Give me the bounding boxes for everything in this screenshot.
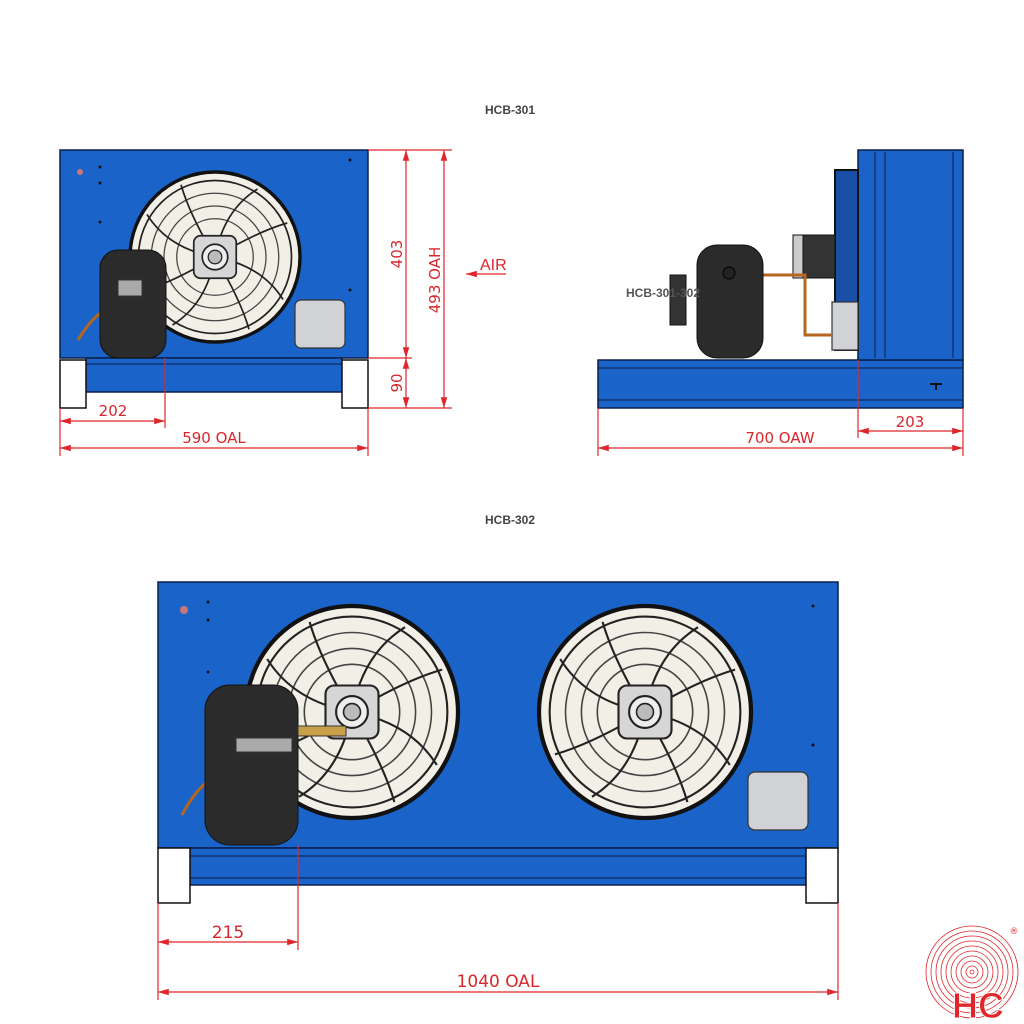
- side-dimensions: 203 700 OAW: [597, 360, 964, 456]
- service-valve: [669, 274, 687, 326]
- title-hcb-301: HCB-301: [485, 103, 535, 117]
- side-base: [597, 359, 964, 409]
- registered-mark: ®: [1010, 927, 1019, 937]
- dim-203: 203: [896, 413, 925, 431]
- dim-700-oaw: 700 OAW: [745, 429, 814, 447]
- hcb-302-dimensions: 215 1040 OAL: [157, 845, 839, 1000]
- dim-403: 403: [388, 240, 406, 269]
- base-frame: [85, 357, 343, 393]
- port-icon-302: [180, 606, 188, 614]
- fan-right-icon: [539, 606, 751, 818]
- title-hcb-302: HCB-302: [485, 513, 535, 527]
- compressor: [99, 249, 167, 359]
- side-cabinet: [857, 149, 964, 361]
- foot-right-302: [805, 847, 839, 904]
- compressor-302: [204, 684, 299, 846]
- hcb-301-dimensions: 403 90 493 OAH AIR 202 590 OAL: [59, 149, 507, 456]
- dim-1040-oal: 1040 OAL: [457, 972, 540, 992]
- side-electrical-box: [831, 301, 859, 351]
- side-compressor: [696, 244, 764, 359]
- dim-202: 202: [99, 402, 128, 420]
- hc-logo: HC ®: [925, 925, 1019, 1024]
- air-label: AIR: [480, 257, 507, 274]
- logo-text: HC: [952, 985, 1004, 1024]
- base-frame-302: [189, 847, 807, 886]
- foot-left-302: [157, 847, 191, 904]
- hcb-301-front-view: [59, 149, 369, 409]
- dim-493-oah: 493 OAH: [426, 247, 444, 313]
- side-view: HCB-301-302: [597, 149, 964, 409]
- electrical-box-302: [747, 771, 809, 831]
- dim-90: 90: [388, 373, 406, 392]
- electrical-box: [294, 299, 346, 349]
- port-icon: [77, 169, 83, 175]
- hcb-302-front-view: [157, 581, 839, 904]
- dim-590-oal: 590 OAL: [182, 429, 246, 447]
- foot-right: [341, 359, 369, 409]
- dim-215: 215: [212, 923, 244, 943]
- title-side-view: HCB-301-302: [626, 286, 700, 300]
- foot-left: [59, 359, 87, 409]
